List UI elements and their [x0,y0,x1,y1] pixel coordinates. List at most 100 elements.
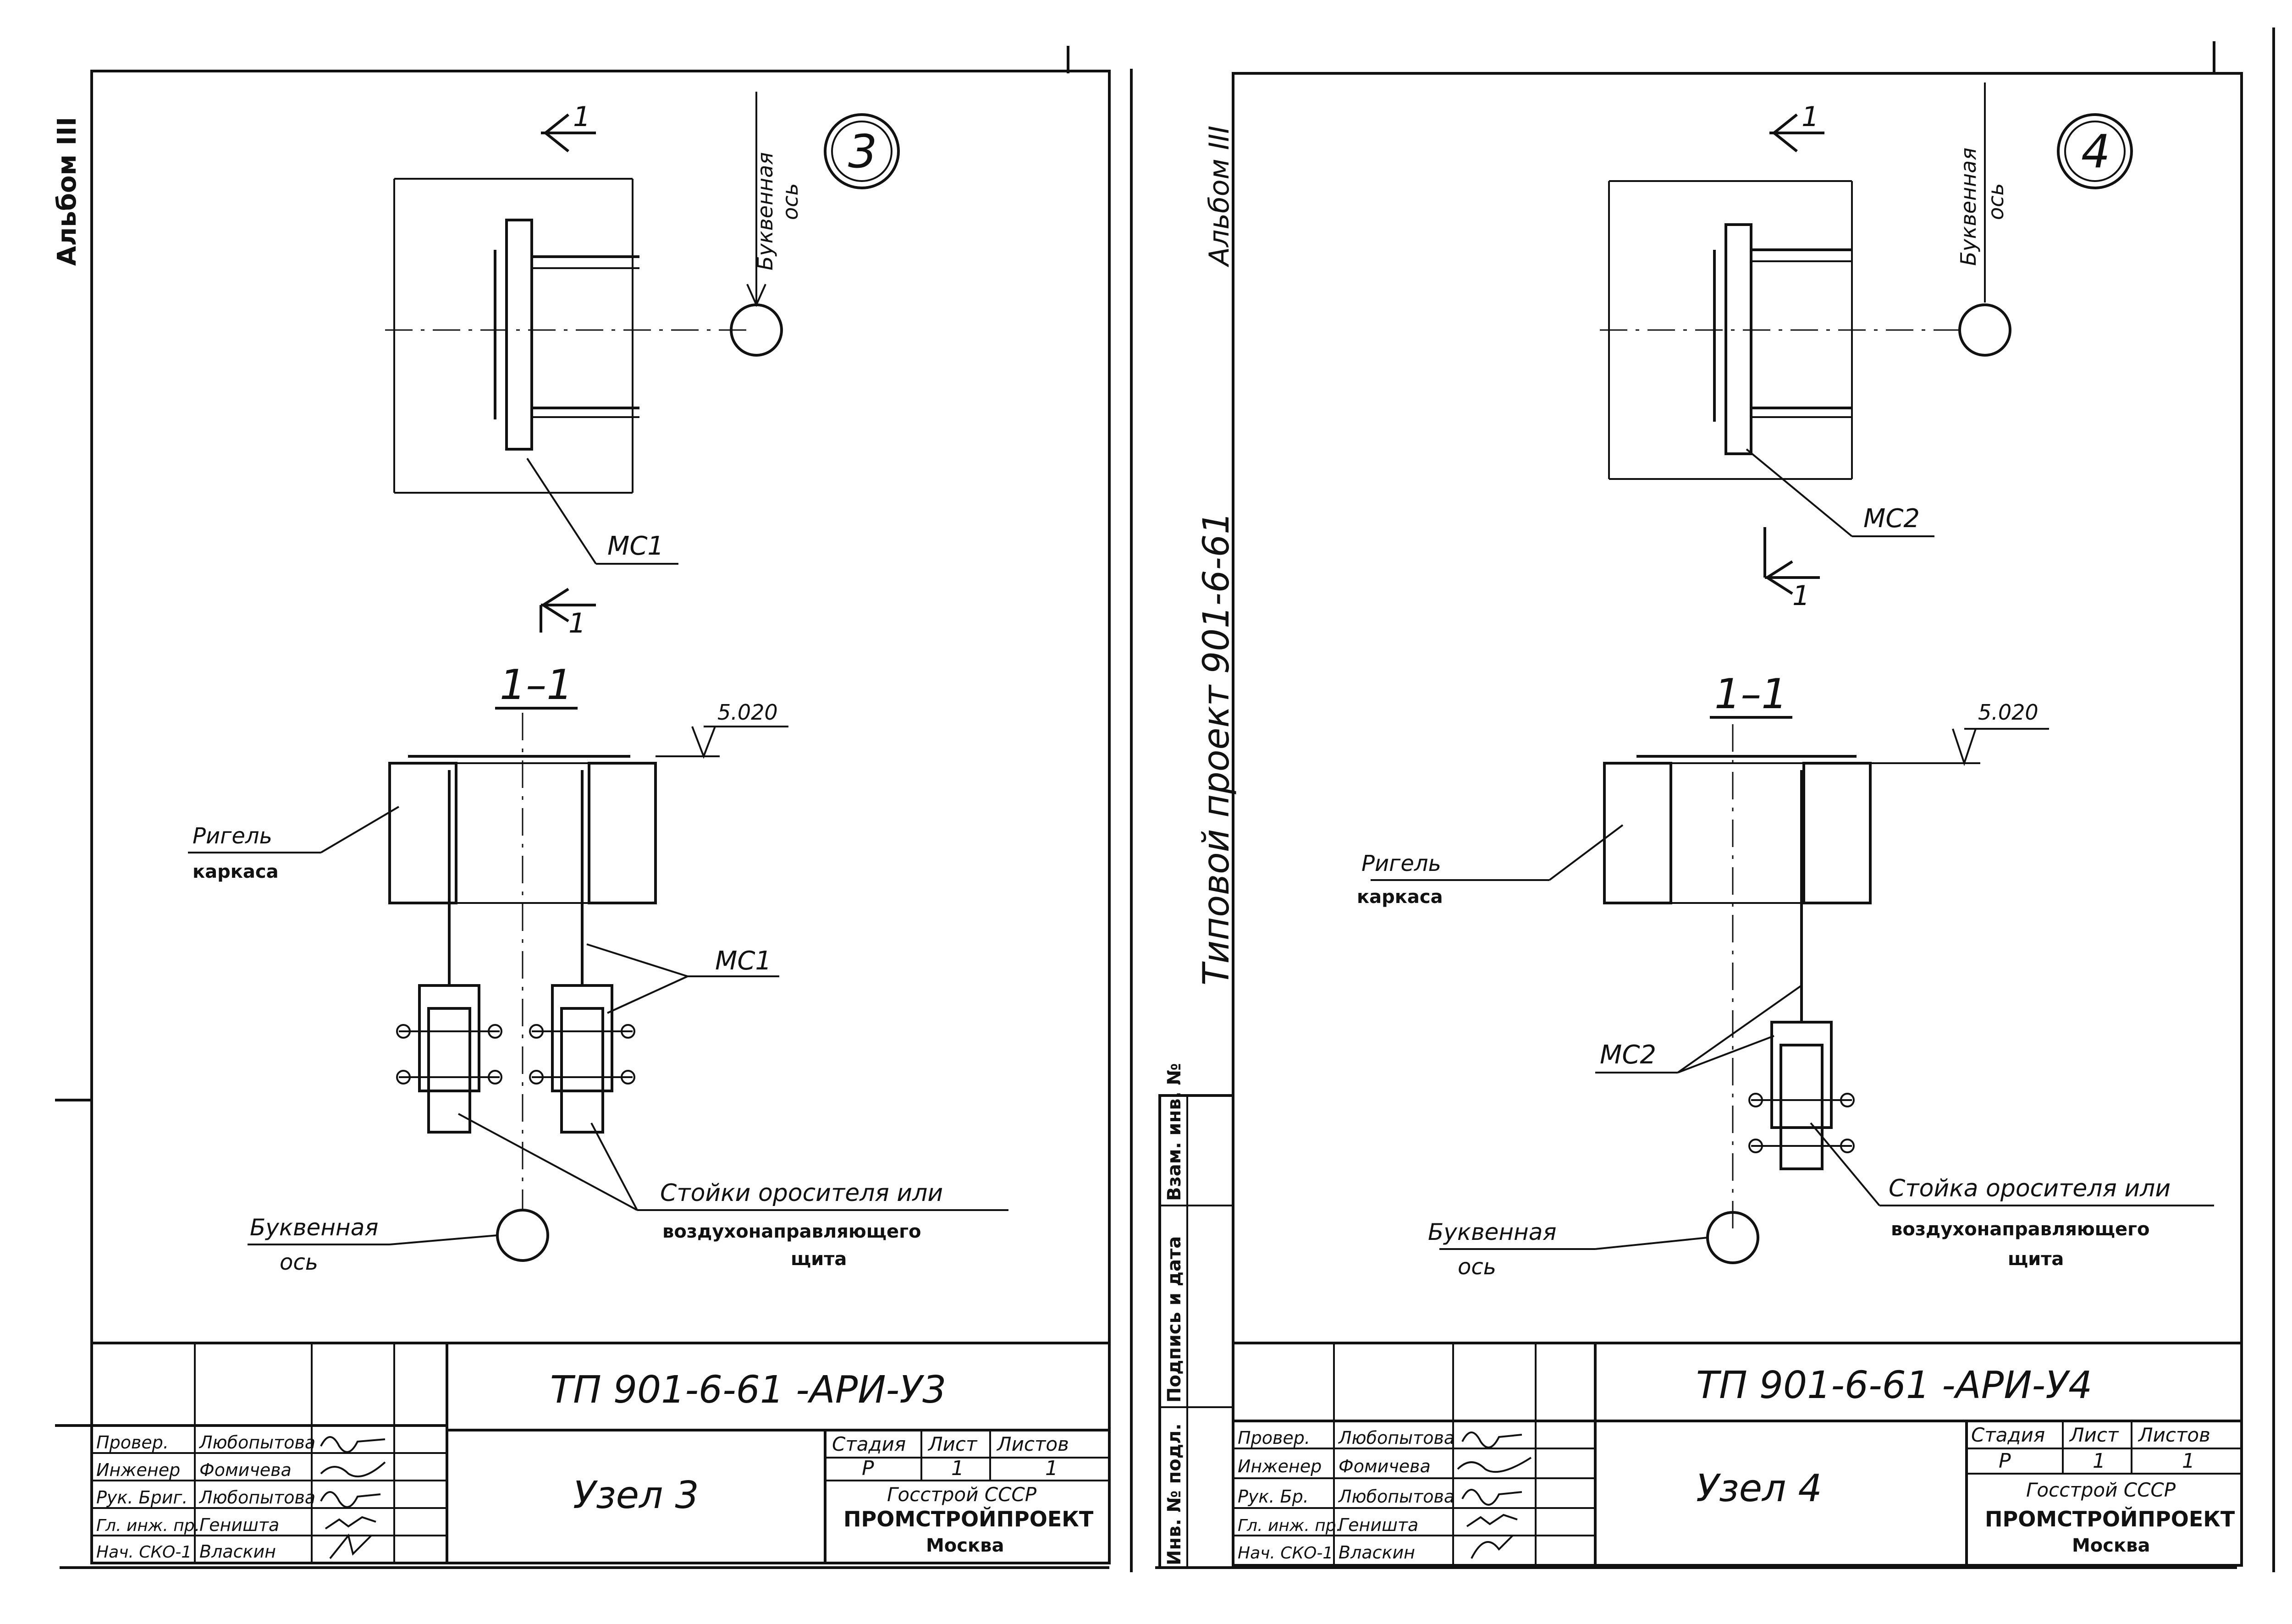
side-stamp-2: Подпись и дата [1164,1236,1185,1403]
axis-circle-section [496,1209,549,1262]
doc-code: ТП 901-6-61 -АРИ-У3 [550,1368,946,1412]
section-title: 1–1 [500,661,573,709]
signature-1-right [1457,1457,1532,1473]
axis-label-2-right: ось [1458,1254,1496,1280]
axis-label-2: ось [280,1250,318,1275]
section-mark-top: 1 [573,101,590,133]
section-title-right: 1–1 [1714,670,1788,718]
role-2-right: Рук. Бр. [1238,1486,1309,1507]
signature-4 [329,1533,372,1559]
sheets-head-right: Листов [2138,1424,2210,1446]
part-section-label: МС1 [715,946,771,976]
title-block: ТП 901-6-61 -АРИ-У3 Узел 3 Провер. Инжен… [92,1342,1109,1563]
side-stamp: Инв. № подл. Подпись и дата Взам. инв. № [1158,1063,1234,1569]
name-1-right: Фомичева [1339,1456,1431,1476]
node-number-right: 4 [2081,125,2110,178]
org-3-right: Москва [2072,1535,2150,1556]
name-0: Любопытова [198,1432,315,1453]
elevation-label: 5.020 [717,700,778,725]
signature-0 [320,1436,386,1453]
name-4-right: Власкин [1339,1542,1415,1563]
axis-label-1: Буквенная [250,1214,378,1241]
plan-view-right: 1 Буквенная ось МС2 1 [1600,83,2011,612]
stage-head-right: Стадия [1971,1424,2045,1446]
signature-3-right [1466,1514,1518,1527]
org-1-right: Госстрой СССР [2026,1479,2176,1501]
role-4: Нач. СКО-1 [96,1543,192,1562]
beam-label-2-right: каркаса [1357,886,1443,908]
org-3: Москва [926,1535,1004,1556]
role-4-right: Нач. СКО-1 [1238,1544,1333,1563]
post-label-3-right: щита [2008,1249,2064,1270]
axis-vertical-label-2: ось [778,183,803,220]
name-3: Геништа [199,1515,279,1535]
part-section-label-right: МС2 [1600,1040,1656,1070]
axis-vertical-label-2-right: ось [1983,183,2008,220]
name-0-right: Любопытова [1338,1428,1455,1448]
name-2-right: Любопытова [1338,1486,1455,1507]
post-label-1: Стойки оросителя или [660,1179,943,1207]
axis-label-1-right: Буквенная [1428,1219,1556,1245]
side-stamp-3: Взам. инв. № [1164,1063,1185,1201]
stage-value: Р [862,1457,874,1480]
role-3: Гл. инж. пр. [96,1516,200,1535]
node-number: 3 [848,125,877,178]
sheet-value: 1 [951,1457,964,1480]
node-circle-right [2057,113,2133,189]
stage-value-right: Р [1999,1449,2011,1473]
post-label-1-right: Стойка оросителя или [1889,1175,2171,1202]
name-2: Любопытова [198,1487,315,1508]
node-circle [824,113,900,189]
signature-0-right [1461,1431,1522,1448]
sheets-head: Листов [996,1433,1069,1455]
section-mark-bottom: 1 [568,607,586,639]
name-3-right: Геништа [1339,1515,1418,1535]
org-2: ПРОМСТРОЙПРОЕКТ [843,1507,1094,1531]
signature-2-right [1461,1489,1522,1506]
frame-left [90,70,1111,1564]
axis-circle-plan-right [1958,303,2011,357]
plan-view: 1 Буквенная ось МС1 1 [385,92,803,639]
title-block-right: ТП 901-6-61 -АРИ-У4 Узел 4 Провер. Инжен… [1233,1342,2242,1565]
sheet-node-3: Альбом III 3 1 Буквенная ось [52,46,1133,1572]
axis-vertical-label-1-right: Буквенная [1956,148,1981,266]
role-1-right: Инженер [1238,1456,1322,1476]
org-1: Госстрой СССР [887,1483,1037,1506]
post-label-2: воздухонаправляющего [662,1221,921,1242]
signature-1 [320,1461,386,1478]
part-plan-label-right: МС2 [1863,504,1920,534]
section-mark-top-right: 1 [1802,101,1819,133]
role-0: Провер. [96,1432,169,1453]
post-label-2-right: воздухонаправляющего [1891,1219,2150,1240]
name-1: Фомичева [199,1460,292,1480]
stage-head: Стадия [832,1433,906,1455]
signature-2 [320,1491,381,1508]
beam-label-1-right: Ригель [1361,851,1441,876]
name-4: Власкин [199,1541,276,1562]
org-2-right: ПРОМСТРОЙПРОЕКТ [1985,1507,2235,1531]
sheet-title: Узел 3 [573,1474,699,1517]
role-0-right: Провер. [1238,1428,1310,1448]
signature-4-right [1471,1535,1514,1559]
sheets-value-right: 1 [2182,1449,2195,1473]
role-2: Рук. Бриг. [96,1487,187,1508]
album-label-right: Альбом III [1203,126,1235,268]
role-3-right: Гл. инж. пр. [1238,1516,1341,1535]
sheet-node-4: Инв. № подл. Подпись и дата Взам. инв. №… [1155,28,2275,1572]
side-stamp-1: Инв. № подл. [1164,1423,1185,1565]
frame-right [1232,72,2243,1567]
beam-label-2: каркаса [193,861,279,882]
post-label-3: щита [791,1249,847,1270]
section-view-right: 1–1 5.020 МС2 Ригель к [1357,670,2214,1280]
sheet-head: Лист [927,1433,978,1455]
section-view: 1–1 5.020 [188,661,1008,1275]
sheet-value-right: 1 [2093,1449,2105,1473]
sheets-value: 1 [1045,1457,1058,1480]
album-label: Альбом III [52,117,82,266]
signature-3 [325,1516,376,1530]
elevation-label-right: 5.020 [1978,700,2039,725]
project-vertical: Типовой проект 901-6-61 [1196,512,1237,985]
sheet-head-right: Лист [2069,1424,2119,1446]
section-mark-bottom-right: 1 [1792,580,1810,612]
